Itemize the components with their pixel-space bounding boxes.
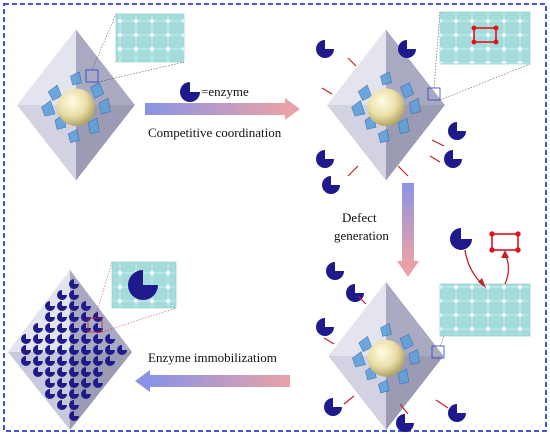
exchange-arrows <box>464 249 510 285</box>
lattice-zoom-icon <box>439 11 531 65</box>
stage-3-mof <box>327 281 531 431</box>
octahedron-mof-icon <box>327 281 445 431</box>
stage-4-mof <box>8 261 177 430</box>
enzyme-pacman-icon <box>450 228 472 250</box>
arrow-defect <box>397 183 419 277</box>
zoom-region-box <box>431 345 445 359</box>
octahedron-mof-icon <box>326 29 446 181</box>
arrow-immobilization <box>135 370 290 392</box>
legend-enzyme-label: =enzyme <box>201 84 249 99</box>
defect-label-line1: Defect <box>342 210 377 225</box>
stage-3-red-arrows <box>323 295 449 415</box>
competitive-coordination-label: Competitive coordination <box>148 125 282 140</box>
stage-2-mof <box>326 11 531 181</box>
stage-1-mof <box>16 13 185 181</box>
enzyme-pacman-icon <box>180 82 200 102</box>
lattice-zoom-icon <box>439 283 531 337</box>
stage-2-red-arrows <box>321 57 445 177</box>
enzyme-immobilization-label: Enzyme immobilizatiom <box>148 350 277 365</box>
figure-frame <box>3 3 547 432</box>
defect-rectangle-icon <box>473 27 497 43</box>
defect-rectangle-icon <box>489 231 521 253</box>
lattice-zoom-icon <box>115 13 185 63</box>
arrow-competitive <box>145 98 300 120</box>
defect-label-line2: generation <box>334 228 389 243</box>
